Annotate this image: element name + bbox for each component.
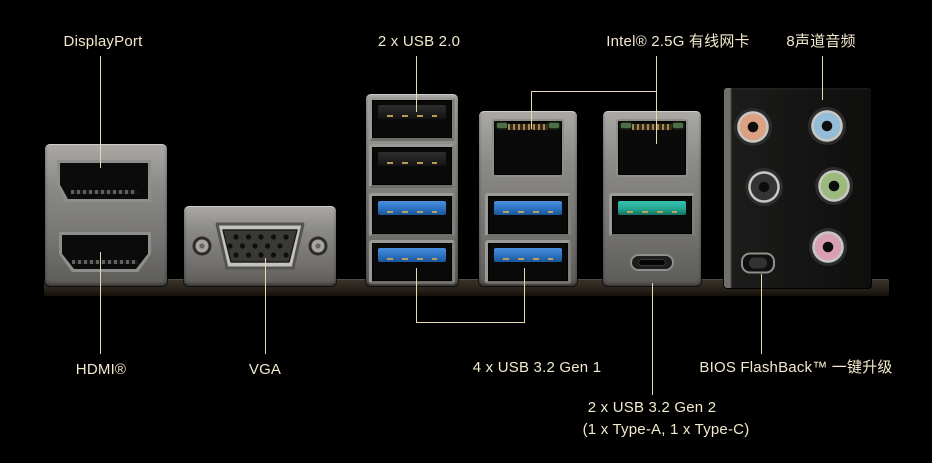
label-usb32-gen2: 2 x USB 3.2 Gen 2 — [587, 399, 717, 416]
usb3-tab — [378, 248, 446, 262]
usb-stack-module — [366, 94, 458, 286]
label-audio: 8声道音频 — [786, 33, 856, 50]
usb3-port-4 — [485, 240, 571, 284]
label-bios-flashback: BIOS FlashBack™ 一键升级 — [699, 359, 893, 376]
usb2-port-2 — [369, 144, 455, 188]
leader-line-gen1-bracket — [416, 322, 525, 323]
label-hdmi: HDMI® — [75, 361, 127, 378]
lan-led-left — [497, 123, 507, 128]
usb3-tab — [378, 201, 446, 215]
leader-line-gen1-right — [524, 268, 525, 323]
vga-screw-left — [192, 236, 212, 256]
hdmi-port — [59, 232, 151, 272]
vga-port — [192, 222, 328, 270]
lan-led-right — [673, 123, 683, 128]
displayport-pins — [70, 190, 138, 194]
lan-contacts — [631, 124, 673, 130]
audio-jack-lightblue — [808, 107, 846, 145]
leader-line-gen2 — [652, 283, 653, 395]
label-usb20: 2 x USB 2.0 — [377, 33, 461, 50]
hdmi-pins — [72, 260, 138, 264]
hdmi-opening — [62, 235, 148, 269]
usb3-port-2 — [369, 240, 455, 284]
vga-screw-right — [308, 236, 328, 256]
vga-module — [184, 206, 336, 286]
usb3-port-1 — [369, 193, 455, 237]
displayport-opening — [60, 163, 148, 199]
leader-line-hdmi — [100, 252, 101, 354]
usb3-tab — [494, 248, 562, 262]
leader-line-gen1-left — [416, 268, 417, 323]
usb32gen2-typea-port — [609, 193, 695, 237]
vga-pin-holes — [227, 234, 289, 258]
usb2-tab — [378, 152, 446, 166]
leader-line-usb2 — [416, 56, 417, 112]
usb2-tab — [378, 105, 446, 119]
audio-jack-green — [815, 167, 853, 205]
label-vga: VGA — [248, 361, 282, 378]
lan-led-right — [549, 123, 559, 128]
lan-usb-module-1 — [479, 111, 577, 286]
lan-usb-module-2 — [603, 111, 701, 286]
usb3-port-3 — [485, 193, 571, 237]
bios-flashback-button — [741, 252, 775, 274]
audio-jack-orange — [734, 108, 772, 146]
vga-dsub — [215, 222, 305, 270]
usb2-port-1 — [369, 97, 455, 141]
label-usb32-gen2-detail: (1 x Type-A, 1 x Type-C) — [582, 421, 750, 438]
leader-line-displayport — [100, 56, 101, 168]
label-usb32-gen1: 4 x USB 3.2 Gen 1 — [472, 359, 602, 376]
label-displayport: DisplayPort — [63, 33, 143, 50]
leader-line-bios — [761, 274, 762, 354]
usb3-tab — [494, 201, 562, 215]
displayport-hdmi-module — [45, 144, 167, 286]
usb-gen2-tab — [618, 201, 686, 215]
label-lan: Intel® 2.5G 有线网卡 — [606, 33, 750, 50]
leader-line-lan-main — [656, 56, 657, 144]
usb32gen2-typec-port — [630, 254, 674, 271]
lan-contacts — [507, 124, 549, 130]
audio-jack-black — [745, 168, 783, 206]
audio-jack-pink — [809, 228, 847, 266]
audio-panel — [723, 87, 872, 289]
displayport-port — [57, 160, 151, 202]
lan-port-1 — [492, 119, 564, 177]
leader-line-vga — [265, 258, 266, 354]
leader-line-lan-branch — [531, 91, 657, 92]
leader-line-lan-left — [531, 91, 532, 129]
leader-line-audio — [822, 56, 823, 100]
lan-port-2 — [616, 119, 688, 177]
lan-led-left — [621, 123, 631, 128]
